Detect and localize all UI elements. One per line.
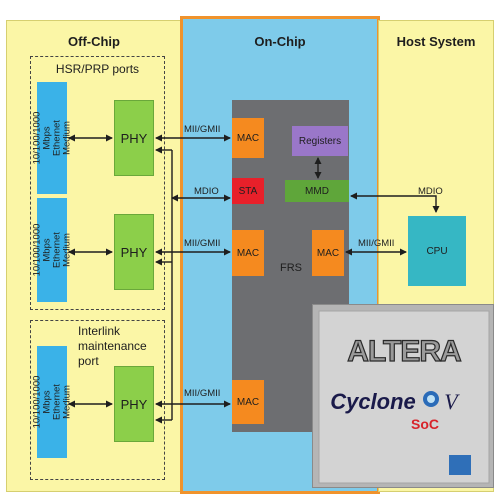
mac-block-4: MAC bbox=[312, 230, 344, 276]
cyclone-wordmark: Cyclone bbox=[330, 389, 416, 414]
mmd-cpu-mdio-link bbox=[350, 192, 440, 213]
cyclone-v-soc-chip: ALTERA Cyclone V SoC bbox=[312, 304, 494, 488]
mii-gmii-label-1: MII/GMII bbox=[184, 124, 221, 135]
frs-label: FRS bbox=[280, 262, 302, 274]
registers-block: Registers bbox=[292, 126, 348, 156]
phy-block-1: PHY bbox=[114, 100, 154, 176]
chip-version: V bbox=[444, 389, 460, 414]
sta-block: STA bbox=[232, 178, 264, 204]
mii-gmii-label-4: MII/GMII bbox=[358, 238, 395, 249]
soc-wordmark: SoC bbox=[411, 416, 439, 432]
hsr-prp-group bbox=[30, 56, 165, 310]
hsr-prp-label: HSR/PRP ports bbox=[55, 62, 140, 76]
mdio-label-1: MDIO bbox=[194, 186, 219, 197]
mac-block-1: MAC bbox=[232, 118, 264, 158]
ethernet-medium-1: 10/100/1000 Mbps Ethernet Medium bbox=[31, 82, 72, 194]
ethernet-medium-2: 10/100/1000 Mbps Ethernet Medium bbox=[31, 198, 72, 302]
chip-corner-mark bbox=[449, 455, 471, 475]
mmd-block: MMD bbox=[285, 180, 349, 202]
phy-block-2: PHY bbox=[114, 214, 154, 290]
interlink-label: Interlink maintenance port bbox=[78, 324, 147, 368]
mdio-label-2: MDIO bbox=[418, 186, 443, 197]
on-chip-title: On-Chip bbox=[254, 34, 306, 49]
off-chip-title: Off-Chip bbox=[68, 34, 120, 49]
phy-block-3: PHY bbox=[114, 366, 154, 442]
mii-gmii-label-2: MII/GMII bbox=[184, 238, 221, 249]
altera-logo: ALTERA bbox=[347, 335, 461, 368]
mac-block-2: MAC bbox=[232, 230, 264, 276]
mac-block-3: MAC bbox=[232, 380, 264, 424]
ethernet-medium-3: 10/100/1000 Mbps Ethernet Medium bbox=[31, 346, 72, 458]
host-system-title: Host System bbox=[396, 34, 476, 49]
cpu-block: CPU bbox=[408, 216, 466, 286]
mii-gmii-label-3: MII/GMII bbox=[184, 388, 221, 399]
interlink-group bbox=[30, 320, 165, 480]
